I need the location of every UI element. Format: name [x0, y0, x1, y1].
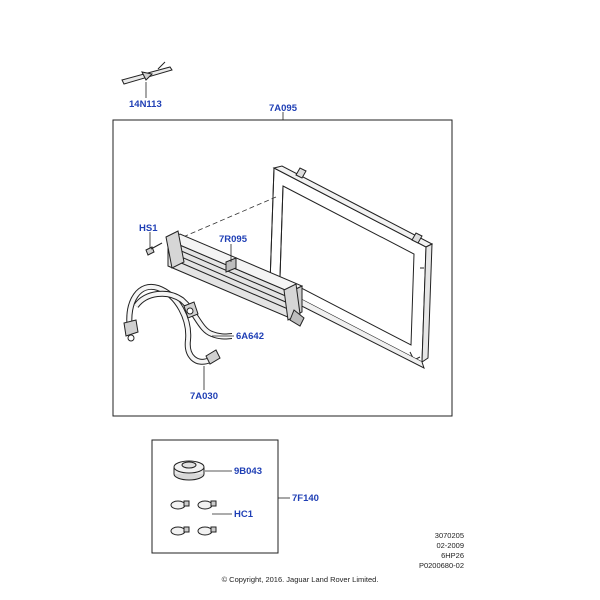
callout-tie-strap[interactable]: 14N113	[129, 99, 162, 110]
hose-outlet	[133, 290, 233, 340]
callout-kit[interactable]: 7F140	[292, 493, 319, 504]
callout-bolt[interactable]: HS1	[139, 223, 158, 234]
tie-strap-part	[121, 61, 173, 85]
reference-info: 3070205 02-2009 6HP26 P0200680-02	[419, 531, 464, 572]
callout-cooler-bracket[interactable]: 7R095	[219, 234, 247, 245]
radiator-frame	[269, 165, 434, 369]
bolt-part	[145, 242, 163, 256]
callout-cooler-assembly[interactable]: 7A095	[269, 103, 297, 114]
callout-filler-cap[interactable]: 9B043	[234, 466, 262, 477]
callout-hose-clips[interactable]: HC1	[234, 509, 254, 520]
oil-cooler	[165, 230, 305, 327]
callout-hose-inlet[interactable]: 7A030	[190, 391, 218, 402]
callout-hose-outlet[interactable]: 6A642	[236, 331, 264, 342]
cooler-assembly-box	[112, 119, 453, 417]
filler-cap-part	[173, 460, 205, 481]
illustration-id: P0200680-02	[418, 561, 464, 571]
hose-clips-part	[170, 500, 217, 536]
copyright-notice: © Copyright, 2016. Jaguar Land Rover Lim…	[221, 575, 379, 584]
reference-code: 3070205	[434, 531, 464, 540]
hose-inlet	[123, 283, 221, 365]
reference-date: 02-2009	[436, 541, 464, 551]
kit-box	[151, 439, 279, 554]
reference-transmission: 6HP26	[441, 551, 464, 561]
